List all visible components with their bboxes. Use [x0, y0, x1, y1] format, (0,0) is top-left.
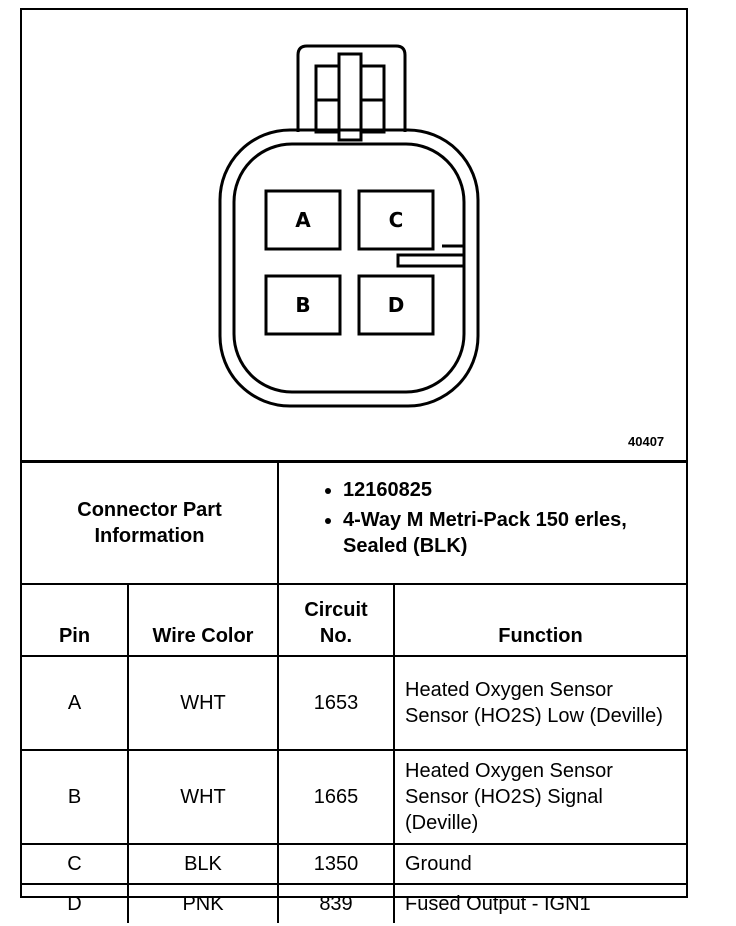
header-pin: Pin	[22, 583, 129, 657]
connector-info-row: Connector Part Information 12160825 4-Wa…	[22, 460, 687, 585]
connector-info-label: Connector Part Information	[22, 460, 279, 585]
cavity-a: A	[264, 189, 342, 251]
function-cell: Heated Oxygen Sensor Sensor (HO2S) Signa…	[392, 749, 687, 845]
header-function: Function	[392, 583, 687, 657]
connector-description: 4-Way M Metri-Pack 150 erles, Sealed (BL…	[343, 507, 686, 559]
locking-tab	[296, 44, 407, 142]
cavity-c: C	[357, 189, 435, 251]
cavity-label-c: C	[389, 208, 404, 232]
figure-number: 40407	[628, 434, 665, 449]
circuit-cell: 1350	[277, 843, 395, 885]
connector-info-list: 12160825 4-Way M Metri-Pack 150 erles, S…	[276, 460, 687, 585]
key-slot	[396, 244, 466, 268]
pin-cell: B	[22, 749, 129, 845]
function-cell: Heated Oxygen Sensor Sensor (HO2S) Low (…	[392, 655, 687, 751]
pinout-table: Connector Part Information 12160825 4-Wa…	[22, 460, 687, 923]
cavity-label-b: B	[295, 293, 310, 317]
connector-diagram: A C B D	[218, 44, 480, 408]
table-row: D PNK 839 Fused Output - IGN1	[22, 883, 687, 923]
function-cell: Ground	[392, 843, 687, 885]
function-cell: Fused Output - IGN1	[392, 883, 687, 923]
wire-color-cell: WHT	[127, 749, 279, 845]
circuit-cell: 839	[277, 883, 395, 923]
circuit-cell: 1653	[277, 655, 395, 751]
table-header-row: Pin Wire Color Circuit No. Function	[22, 583, 687, 657]
connector-body	[218, 128, 480, 408]
pin-cell: A	[22, 655, 129, 751]
wire-color-cell: BLK	[127, 843, 279, 885]
pin-cell: C	[22, 843, 129, 885]
cavity-d: D	[357, 274, 435, 336]
header-wire-color: Wire Color	[127, 583, 279, 657]
cavity-label-d: D	[388, 293, 405, 317]
part-number: 12160825	[343, 477, 686, 503]
table-row: A WHT 1653 Heated Oxygen Sensor Sensor (…	[22, 655, 687, 751]
table-row: B WHT 1665 Heated Oxygen Sensor Sensor (…	[22, 749, 687, 845]
table-row: C BLK 1350 Ground	[22, 843, 687, 885]
cavity-label-a: A	[295, 208, 311, 232]
pin-cell: D	[22, 883, 129, 923]
wire-color-cell: PNK	[127, 883, 279, 923]
circuit-cell: 1665	[277, 749, 395, 845]
cavity-b: B	[264, 274, 342, 336]
header-circuit: Circuit No.	[277, 583, 395, 657]
wire-color-cell: WHT	[127, 655, 279, 751]
connector-sheet: A C B D 40407 Connector Part Information…	[20, 8, 688, 923]
